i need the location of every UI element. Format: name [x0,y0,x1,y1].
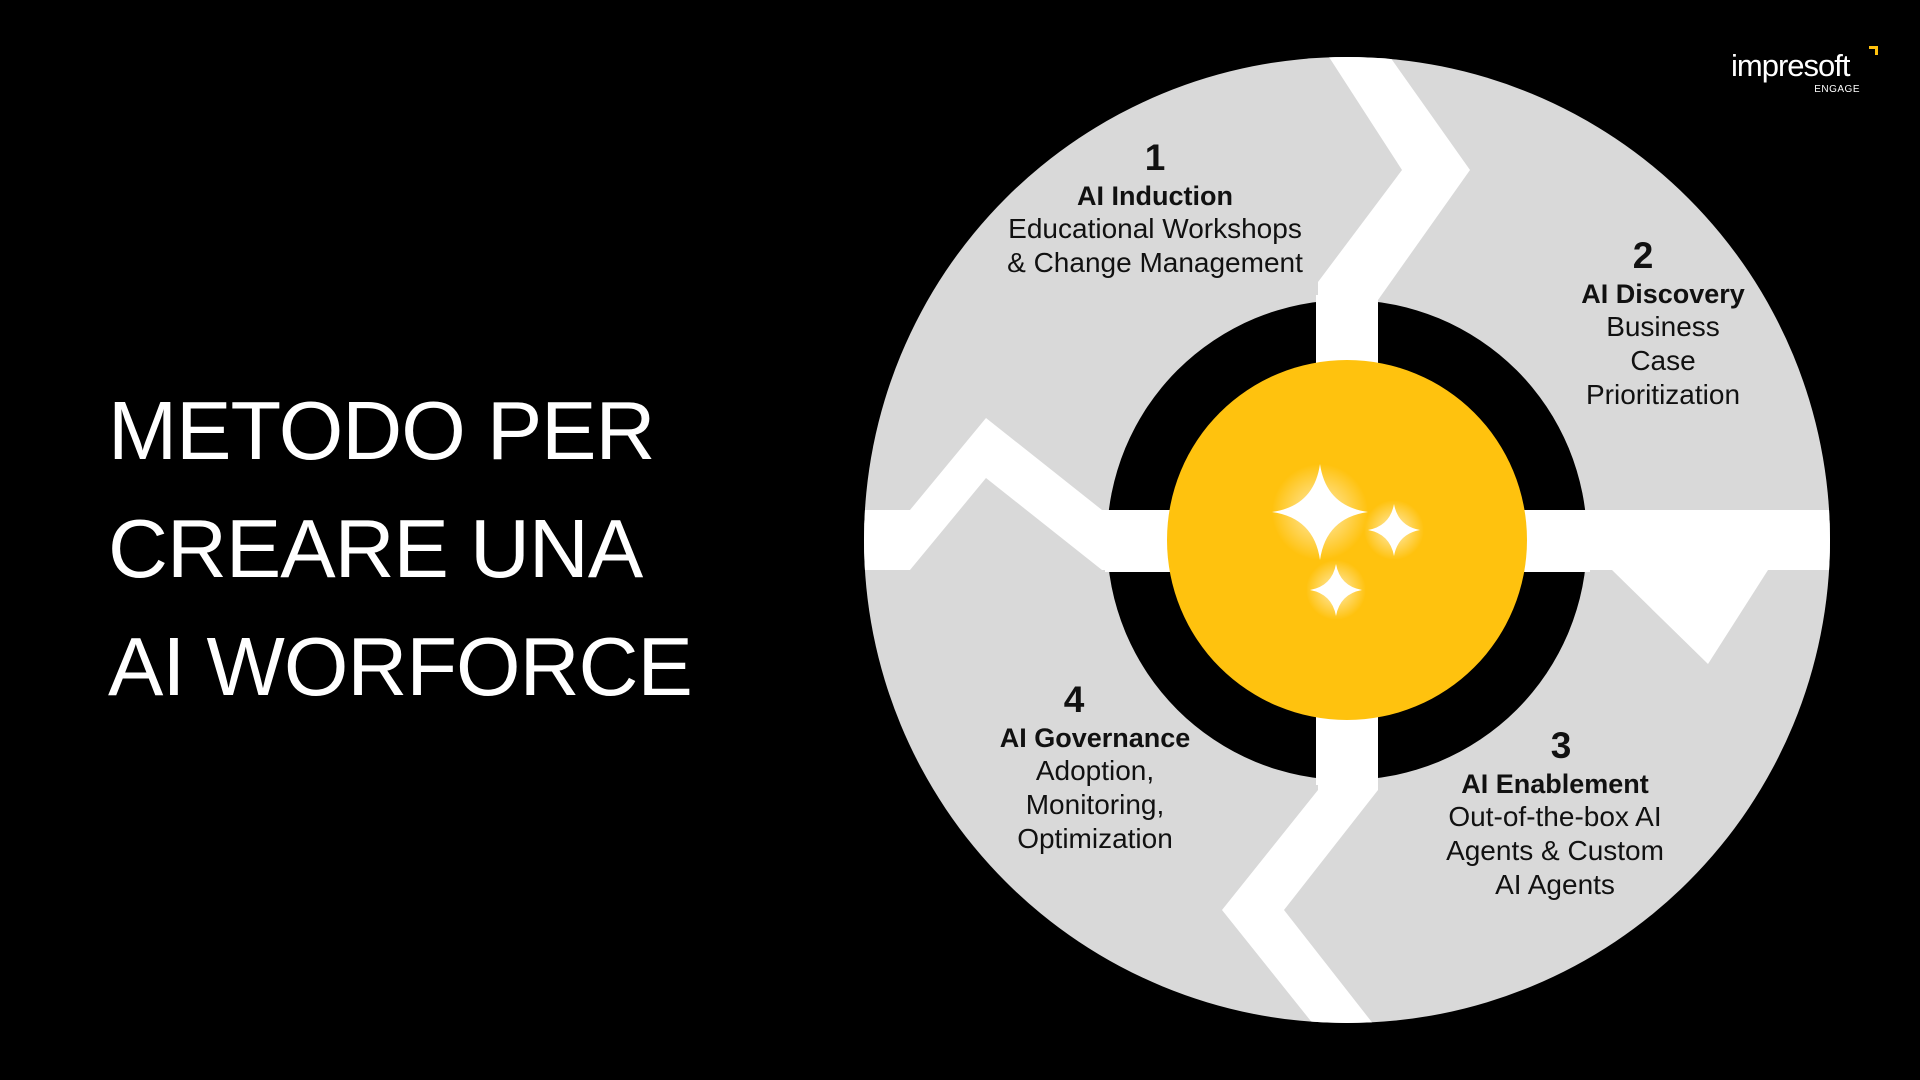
phase-1-description: Educational Workshops & Change Managemen… [1007,213,1303,278]
sparkles-icon [1272,464,1424,620]
phase-4: 4 AI Governance Adoption, Monitoring, Op… [975,678,1215,856]
divider-top [1318,57,1470,360]
phase-3: 3 AI Enablement Out-of-the-box AI Agents… [1410,724,1700,902]
divider-bottom [1222,720,1378,1023]
logo-subtitle: ENGAGE [1814,84,1860,95]
phase-4-description: Adoption, Monitoring, Optimization [1017,755,1173,854]
phase-3-number: 3 [1550,725,1572,766]
logo-corner-mark-icon [1869,46,1878,55]
logo-name: impresoft [1731,48,1850,83]
phase-1-number: 1 [1144,137,1166,178]
phase-1-name: AI Induction [1077,181,1233,211]
phase-1: 1 AI Induction Educational Workshops & C… [975,136,1335,280]
title-line-3: AI WORFORCE [108,620,693,713]
phase-2-description: Business Case Prioritization [1585,311,1741,410]
page-title: METODO PER CREARE UNA AI WORFORCE [108,372,693,726]
brand-logo: impresoft ENGAGE [1728,46,1878,98]
phase-2-name: AI Discovery [1581,279,1745,309]
phase-2-number: 2 [1632,235,1654,276]
title-line-1: METODO PER [108,384,655,477]
phase-4-name: AI Governance [999,723,1191,753]
phase-3-description: Out-of-the-box AI Agents & Custom AI Age… [1446,801,1664,900]
phase-2: 2 AI Discovery Business Case Prioritizat… [1548,234,1778,412]
phase-4-number: 4 [1063,679,1085,720]
title-line-2: CREARE UNA [108,502,643,595]
phase-3-name: AI Enablement [1461,769,1649,799]
